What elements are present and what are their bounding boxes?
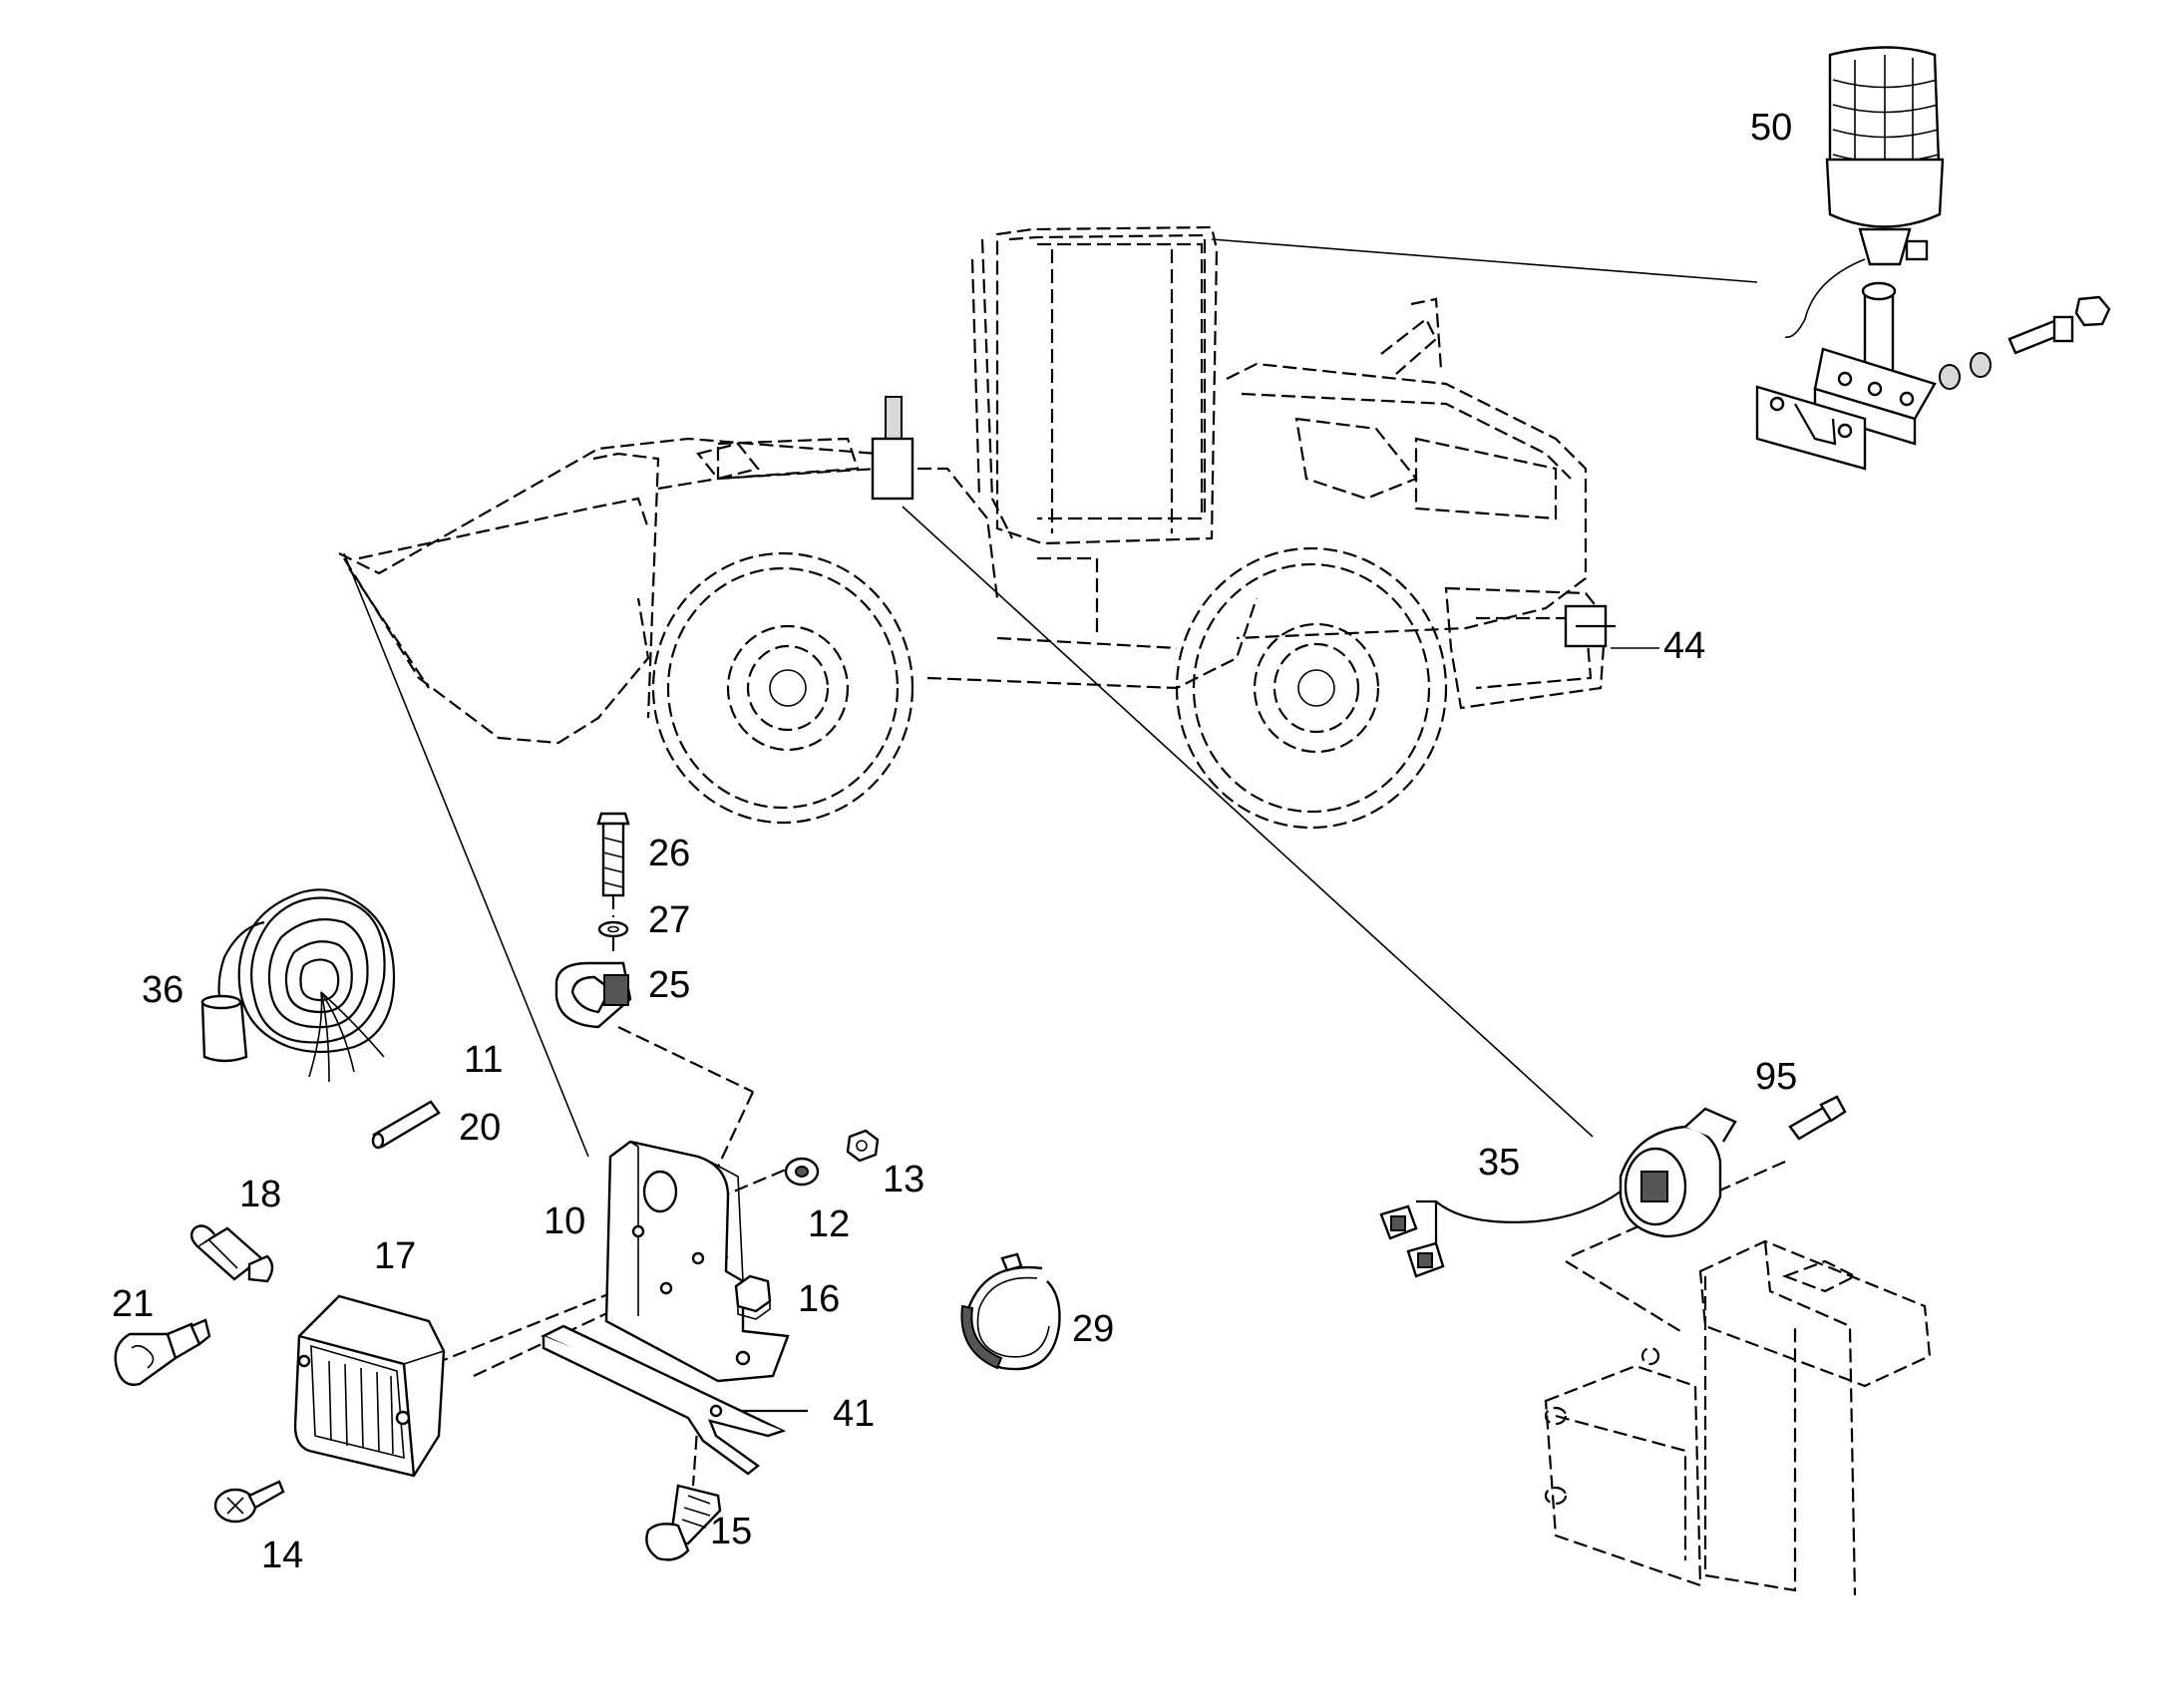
callout-25: 25 [648,964,690,1006]
part-16-nut [734,1274,772,1320]
callout-20: 20 [459,1107,501,1149]
callout-10: 10 [544,1200,585,1242]
wheel-loader-illustration [338,225,1616,830]
callout-14: 14 [261,1535,303,1576]
callout-15: 15 [710,1511,752,1552]
callout-29: 29 [1072,1308,1114,1350]
part-29-ring [960,1252,1061,1371]
part-14-screw [213,1480,285,1524]
part-12-washer [784,1157,820,1187]
part-18-bulb [189,1224,274,1283]
rear-mount-bracket [1544,1239,1932,1596]
callout-50: 50 [1750,107,1792,149]
part-41-plate [541,1324,787,1476]
callout-41: 41 [833,1393,875,1435]
part-25-clamp [554,961,632,1029]
callout-36: 36 [142,969,183,1011]
callout-95: 95 [1755,1056,1797,1098]
callout-26: 26 [648,833,690,874]
part-27-washer [597,920,629,957]
part-95-bolt [1788,1095,1847,1141]
callout-17: 17 [374,1235,416,1277]
callout-12: 12 [808,1203,850,1245]
callout-27: 27 [648,899,690,941]
part-13-nut [846,1129,880,1163]
callout-labels: 50 44 26 27 25 36 11 20 10 13 12 18 17 2… [112,107,1797,1576]
callout-44: 44 [1663,625,1705,667]
part-50-beacon [1755,46,2111,471]
callout-21: 21 [112,1283,154,1325]
callout-16: 16 [798,1278,840,1320]
callout-11: 11 [464,1039,503,1081]
part-26-bolt [596,812,630,917]
part-21-bulb [114,1318,211,1386]
callout-18: 18 [239,1174,281,1215]
callout-13: 13 [883,1159,924,1200]
part-20-pin [371,1100,441,1150]
part-35-harness [1379,1107,1737,1278]
callout-35: 35 [1478,1142,1520,1184]
part-10-bracket [604,1140,790,1383]
part-36-cable-coil [200,888,396,1083]
leader-lines [343,238,1786,1487]
part-17-work-lamp [293,1294,446,1478]
part-15-bolt [645,1484,722,1561]
